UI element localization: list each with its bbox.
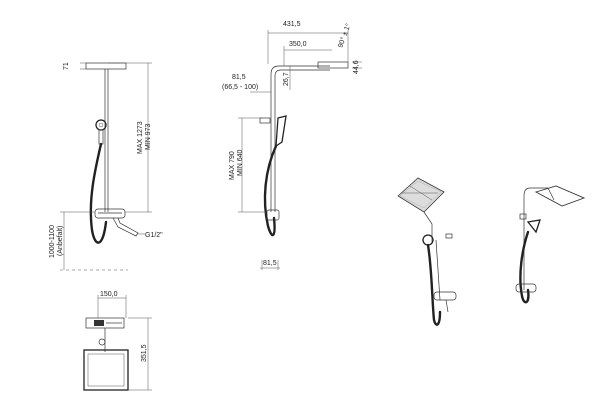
side-view [238, 30, 362, 270]
front-spout [112, 217, 139, 237]
side-dim-arm-inner: 350,0 [289, 41, 307, 48]
side-dim-angle: 90° ± 1° [336, 22, 352, 48]
side-dim-arm-height: 26,7 [283, 72, 290, 86]
side-dim-offset-range: (66,5 - 100) [222, 84, 258, 91]
front-view [60, 62, 152, 271]
top-dim-width: 150,0 [100, 291, 118, 298]
top-view [83, 295, 152, 391]
front-dim-mount-note: (Anbefalt) [57, 226, 64, 256]
side-overhead-head [317, 61, 349, 69]
side-mixer [266, 209, 280, 221]
iso-hand-shower-2 [526, 219, 541, 234]
front-dim-max-height: MAX 1273 [137, 121, 144, 154]
front-hose [89, 142, 108, 244]
iso-view-back [515, 185, 586, 304]
top-dim-depth: 351,5 [141, 344, 148, 362]
front-hand-shower [95, 119, 107, 131]
front-overhead-head [85, 62, 127, 70]
iso-mixer-2 [515, 283, 537, 293]
side-dim-slide-min: MIN 640 [237, 149, 244, 176]
top-overhead-head [83, 349, 129, 391]
side-arm [270, 65, 330, 212]
side-dim-head-depth: 44,6 [353, 60, 360, 74]
iso-view-front [397, 177, 457, 326]
iso-overhead-head-2 [534, 185, 586, 207]
front-dim-head-thickness: 71 [63, 62, 70, 70]
side-dim-arm-total: 431,5 [283, 21, 301, 28]
front-dim-mount-height: 1000-1100 [49, 225, 56, 258]
front-label-thread: G1/2" [145, 232, 163, 239]
side-dim-bottom-offset: 81,5 [263, 260, 277, 267]
iso-overhead-head-1 [397, 177, 445, 213]
iso-hand-shower-1 [422, 234, 434, 246]
front-mixer [94, 208, 126, 219]
side-hose [263, 144, 278, 237]
side-hand-shower [275, 115, 287, 148]
side-dim-offset: 81,5 [232, 74, 246, 81]
front-dim-min-height: MIN 973 [145, 123, 152, 150]
iso-hose-2 [519, 230, 530, 304]
side-dim-slide-max: MAX 790 [229, 151, 236, 180]
iso-hose-1 [426, 243, 442, 326]
iso-mixer-1 [433, 291, 457, 301]
